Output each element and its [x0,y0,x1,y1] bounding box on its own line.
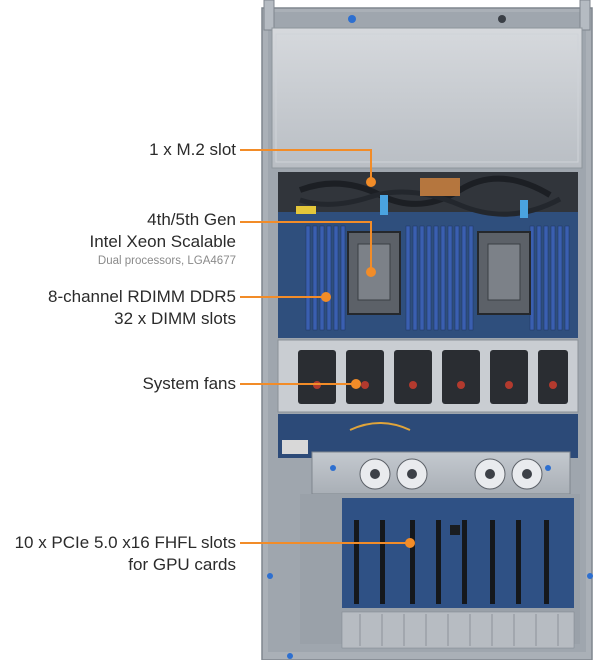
leader-m2 [240,149,372,182]
callout-dimm-line-1: 8-channel RDIMM DDR5 [48,287,236,306]
gpu-fan-bracket [311,451,571,495]
callout-cpu: 4th/5th Gen Intel Xeon Scalable Dual pro… [90,209,237,269]
callout-dots [321,177,415,548]
top-cover [271,15,583,169]
cpu-sockets [347,231,531,315]
dot-pcie [405,538,415,548]
dot-cpu [366,267,376,277]
dimm-banks [305,225,570,331]
callout-pcie-line-1: 10 x PCIe 5.0 x16 FHFL slots [14,533,236,552]
dot-fans [351,379,361,389]
callout-cpu-line-1: 4th/5th Gen [147,210,236,229]
callout-pcie-line-2: for GPU cards [128,555,236,574]
motherboard-area [278,172,578,338]
callout-cpu-subtext: Dual processors, LGA4677 [97,255,236,267]
callout-dimm: 8-channel RDIMM DDR5 32 x DIMM slots [48,286,236,330]
dot-m2 [366,177,376,187]
callout-fans: System fans [142,373,236,395]
callout-leaders [240,149,410,544]
callout-m2: 1 x M.2 slot [149,139,236,161]
dot-dimm [321,292,331,302]
callout-cpu-line-2: Intel Xeon Scalable [89,232,237,251]
callout-pcie: 10 x PCIe 5.0 x16 FHFL slots for GPU car… [15,532,236,576]
callout-dimm-line-2: 32 x DIMM slots [114,309,236,328]
callout-fans-line-1: System fans [142,374,236,393]
pcie-board [267,494,593,659]
fan-bay [277,339,579,413]
callout-m2-line-1: 1 x M.2 slot [149,140,236,159]
leader-cpu [240,221,372,272]
midplane-board [278,414,578,458]
